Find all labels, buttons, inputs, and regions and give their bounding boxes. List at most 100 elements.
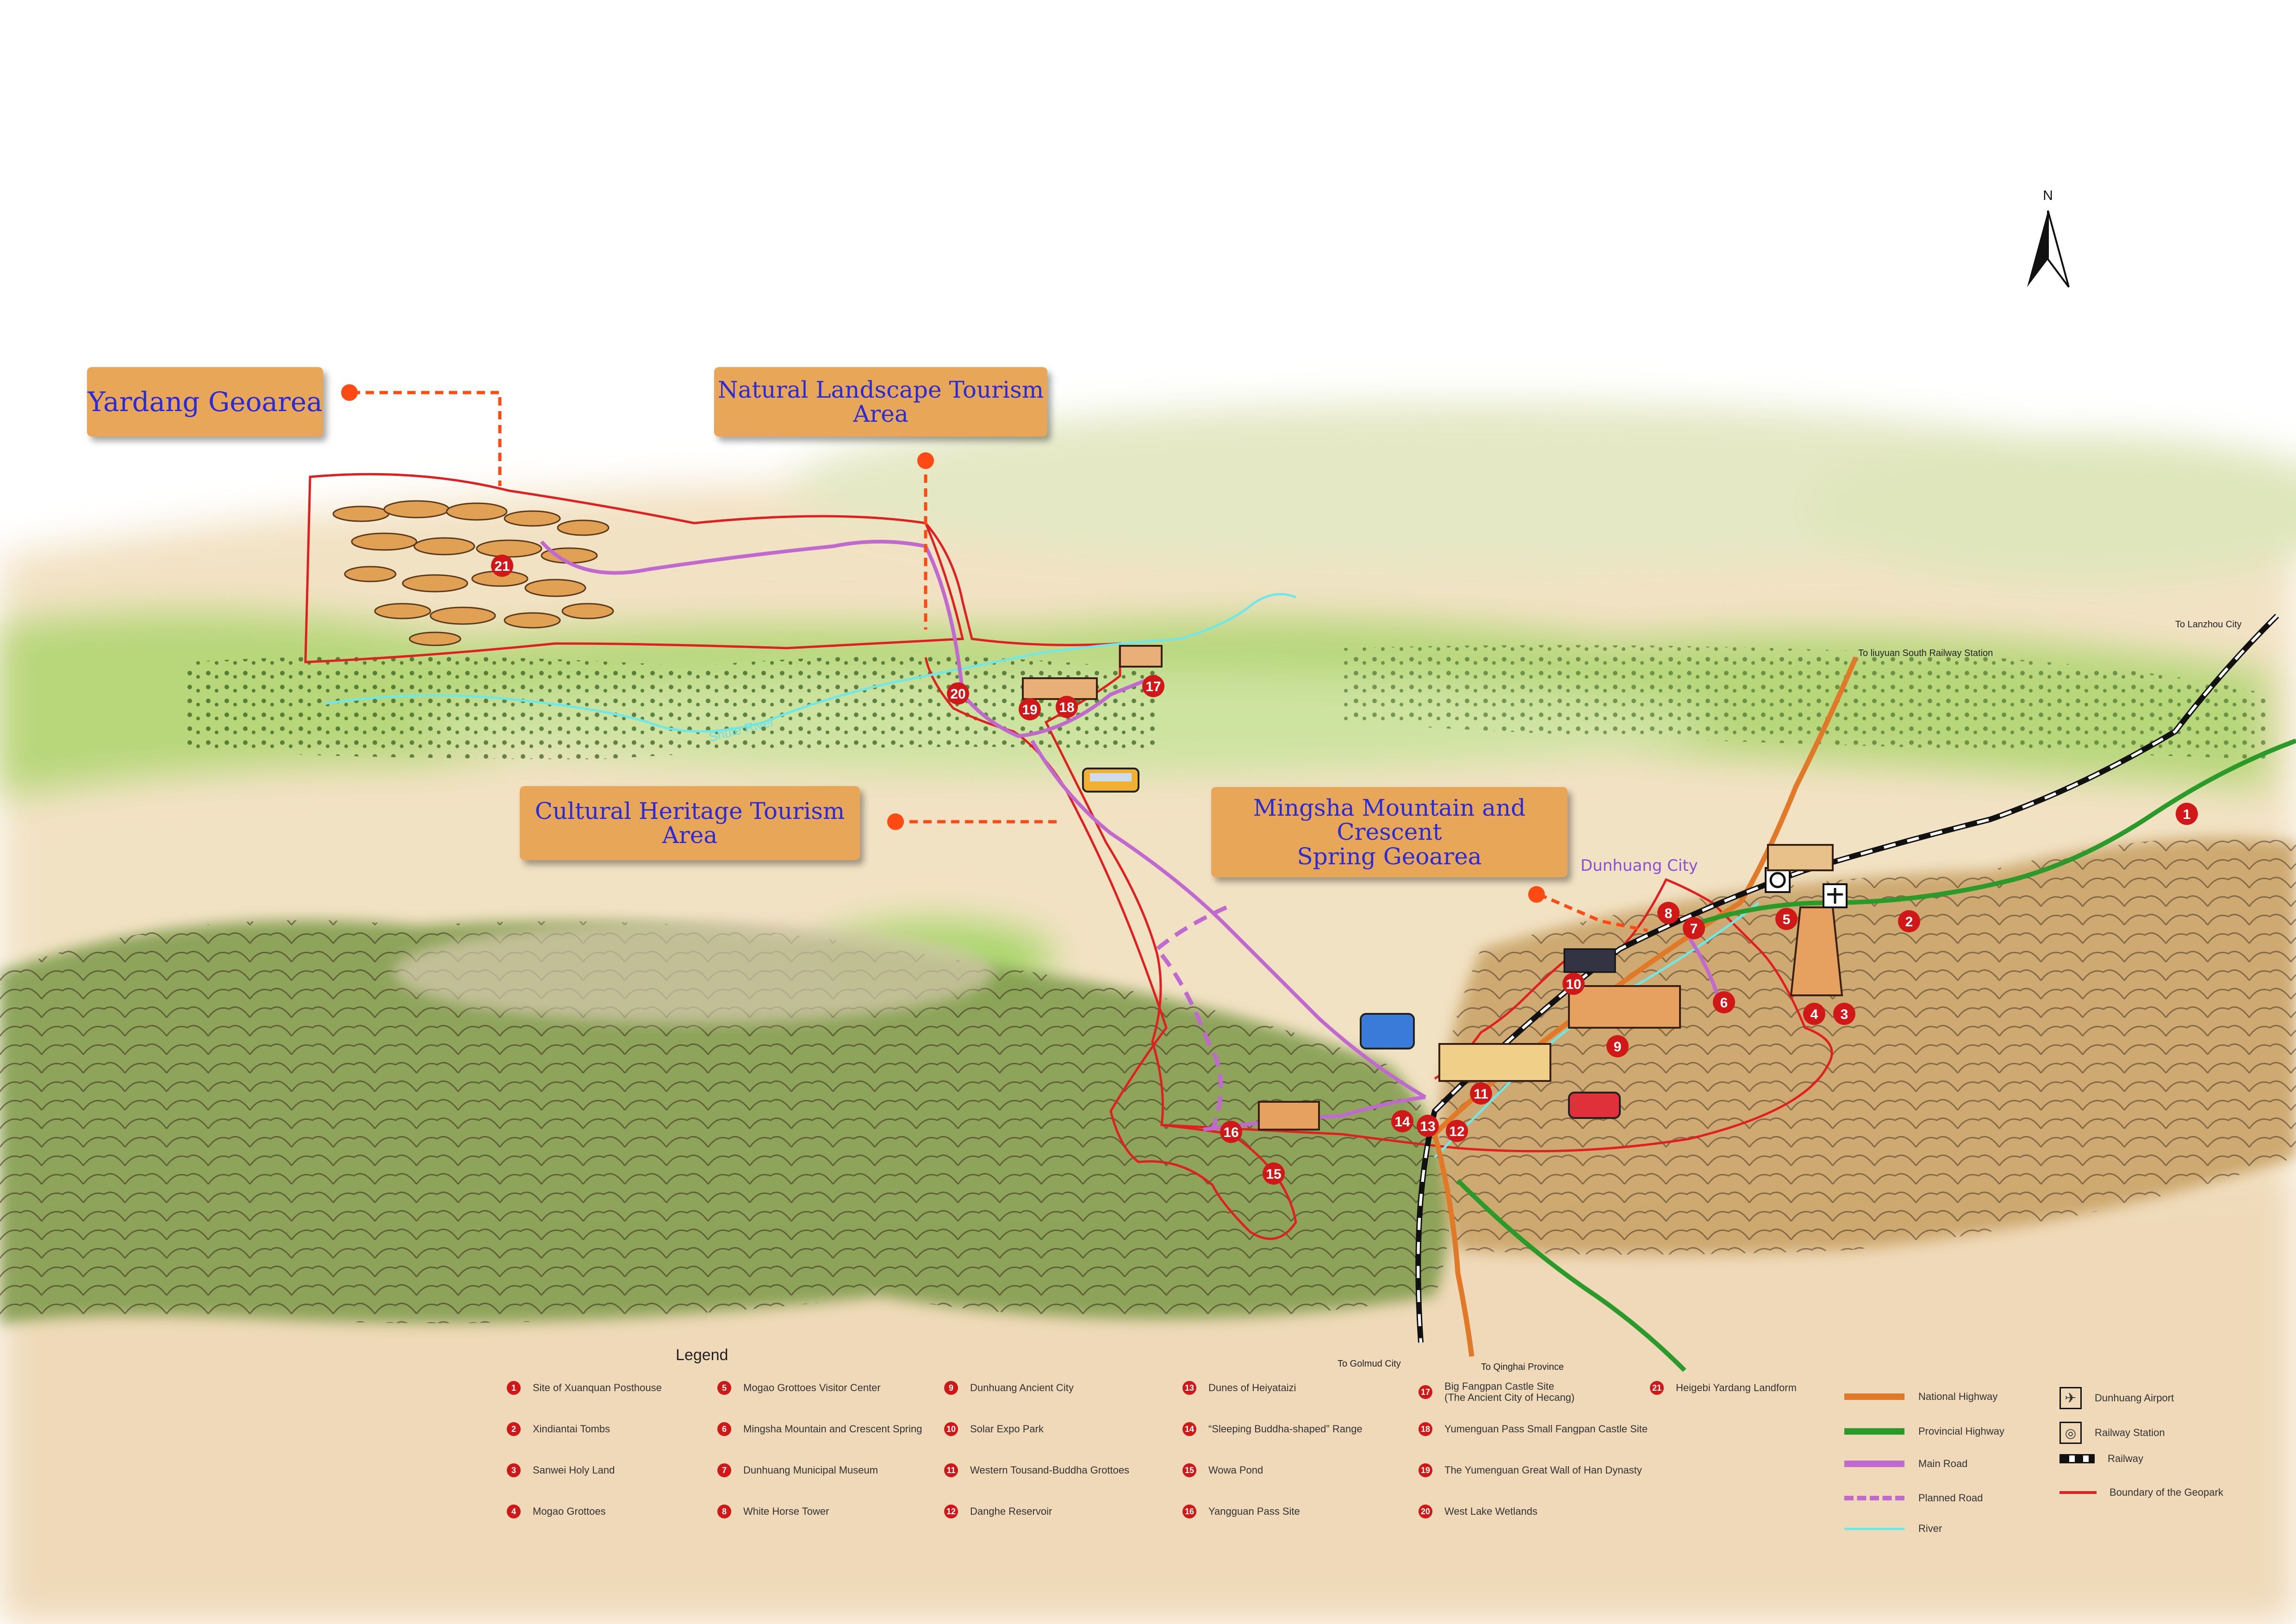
site-marker[interactable]: 5	[1775, 908, 1798, 930]
legend-line-item: Provincial Highway	[1844, 1425, 2004, 1437]
legend-line-swatch-icon	[1844, 1428, 1904, 1435]
legend-line-name: River	[1918, 1523, 1942, 1534]
site-marker[interactable]: 7	[1683, 917, 1705, 939]
legend-site-number: 7	[717, 1463, 731, 1477]
site-marker[interactable]: 2	[1898, 910, 1920, 932]
site-marker[interactable]: 13	[1417, 1115, 1439, 1137]
legend-site-number: 3	[507, 1463, 521, 1477]
bus-icon	[1082, 768, 1139, 793]
boundary-line-icon	[2060, 1491, 2097, 1494]
site-marker[interactable]: 11	[1470, 1082, 1492, 1105]
legend-site-name: White Horse Tower	[743, 1505, 829, 1517]
legend-site-name: “Sleeping Buddha-shaped” Range	[1208, 1423, 1363, 1435]
yardang-landform	[304, 473, 964, 663]
legend-site-number: 9	[944, 1381, 958, 1395]
yangguan-pass-icon	[1258, 1101, 1320, 1131]
legend-site-number: 5	[717, 1381, 731, 1395]
site-marker[interactable]: 9	[1606, 1035, 1629, 1057]
legend-title: Legend	[676, 1346, 728, 1364]
site-marker[interactable]: 19	[1019, 698, 1041, 720]
legend-symbol-item: Railway	[2060, 1453, 2143, 1465]
legend-site-name: Big Fangpan Castle Site (The Ancient Cit…	[1444, 1380, 1575, 1404]
legend-site-item: 7 Dunhuang Municipal Museum	[717, 1463, 878, 1477]
site-marker[interactable]: 1	[2176, 803, 2198, 825]
site-marker[interactable]: 21	[491, 555, 513, 577]
svg-text:10: 10	[1566, 977, 1581, 992]
natural-landscape-area-label[interactable]: Natural Landscape Tourism Area	[714, 367, 1047, 437]
svg-text:13: 13	[1420, 1119, 1435, 1134]
legend-site-name: Western Tousand-Buddha Grottoes	[970, 1464, 1130, 1476]
legend-symbol-item: ◎Railway Station	[2060, 1422, 2165, 1444]
site-marker[interactable]: 16	[1220, 1121, 1242, 1143]
legend-line-item: Main Road	[1844, 1458, 1967, 1470]
north-arrow-icon: N	[2027, 188, 2070, 288]
legend-line-swatch-icon	[1844, 1461, 1904, 1467]
north-label: N	[2043, 188, 2053, 203]
svg-text:12: 12	[1449, 1124, 1464, 1139]
svg-text:18: 18	[1059, 700, 1074, 715]
svg-text:6: 6	[1720, 995, 1728, 1011]
svg-text:14: 14	[1394, 1114, 1410, 1130]
legend-site-number: 11	[944, 1463, 958, 1477]
grottoes-icon	[1438, 1043, 1551, 1082]
site-marker[interactable]: 10	[1562, 973, 1585, 995]
legend-site-name: Danghe Reservoir	[970, 1505, 1052, 1517]
legend-site-name: Mingsha Mountain and Crescent Spring	[743, 1423, 922, 1435]
site-marker[interactable]: 18	[1056, 696, 1078, 718]
legend-site-number: 13	[1182, 1381, 1196, 1395]
svg-text:8: 8	[1665, 906, 1673, 921]
svg-text:1: 1	[2183, 807, 2191, 822]
legend-line-name: National Highway	[1918, 1391, 1998, 1402]
site-marker[interactable]: 4	[1803, 1003, 1825, 1025]
yardang-geoarea-label[interactable]: Yardang Geoarea	[87, 367, 323, 437]
svg-text:4: 4	[1811, 1007, 1818, 1022]
legend-site-item: 14“Sleeping Buddha-shaped” Range	[1182, 1422, 1363, 1436]
svg-text:7: 7	[1690, 921, 1698, 937]
site-marker[interactable]: 3	[1833, 1003, 1855, 1025]
fortress-icon	[1767, 844, 1834, 871]
airplane-icon: ✈	[2060, 1387, 2082, 1409]
legend-site-name: Wowa Pond	[1208, 1464, 1263, 1476]
railway-icon	[2060, 1454, 2095, 1463]
site-marker[interactable]: 15	[1263, 1162, 1285, 1185]
legend-symbol-name: Railway Station	[2095, 1427, 2165, 1438]
dunhuang-city-label: Dunhuang City	[1580, 856, 1698, 875]
site-marker[interactable]: 6	[1713, 991, 1735, 1013]
planned-road	[1154, 905, 1227, 1131]
legend-site-item: 6 Mingsha Mountain and Crescent Spring	[717, 1422, 922, 1436]
legend-line-item: National Highway	[1844, 1391, 1997, 1403]
site-marker[interactable]: 12	[1446, 1120, 1468, 1142]
to-qinghai-label: To Qinghai Province	[1481, 1362, 1564, 1372]
legend-site-item: 13 Dunes of Heiyataizi	[1182, 1381, 1296, 1395]
site-marker[interactable]: 8	[1657, 902, 1680, 924]
cultural-heritage-area-label[interactable]: Cultural Heritage Tourism Area	[520, 786, 860, 860]
main-road	[540, 540, 1724, 1131]
jeep-icon	[1360, 1013, 1415, 1049]
railway-station-marker-icon	[1765, 867, 1791, 893]
legend-site-name: Dunes of Heiyataizi	[1208, 1381, 1296, 1393]
legend-site-name: The Yumenguan Great Wall of Han Dynasty	[1444, 1464, 1642, 1476]
site-marker[interactable]: 14	[1391, 1110, 1413, 1132]
legend-site-number: 21	[1650, 1381, 1664, 1395]
site-marker[interactable]: 20	[947, 682, 969, 705]
legend-site-number: 6	[717, 1422, 731, 1436]
svg-text:19: 19	[1022, 702, 1037, 718]
legend-site-name: Dunhuang Ancient City	[970, 1381, 1074, 1393]
legend-site-name: Dunhuang Municipal Museum	[743, 1464, 878, 1476]
pagoda-icon	[1790, 906, 1843, 996]
legend-site-name: Yumenguan Pass Small Fangpan Castle Site	[1444, 1423, 1648, 1435]
site-marker[interactable]: 17	[1142, 675, 1164, 697]
legend-site-number: 10	[944, 1422, 958, 1436]
legend-symbol-name: Boundary of the Geopark	[2109, 1487, 2223, 1498]
mingsha-geoarea-label[interactable]: Mingsha Mountain and Crescent Spring Geo…	[1211, 787, 1568, 877]
legend-site-item: 11 Western Tousand-Buddha Grottoes	[944, 1463, 1129, 1477]
